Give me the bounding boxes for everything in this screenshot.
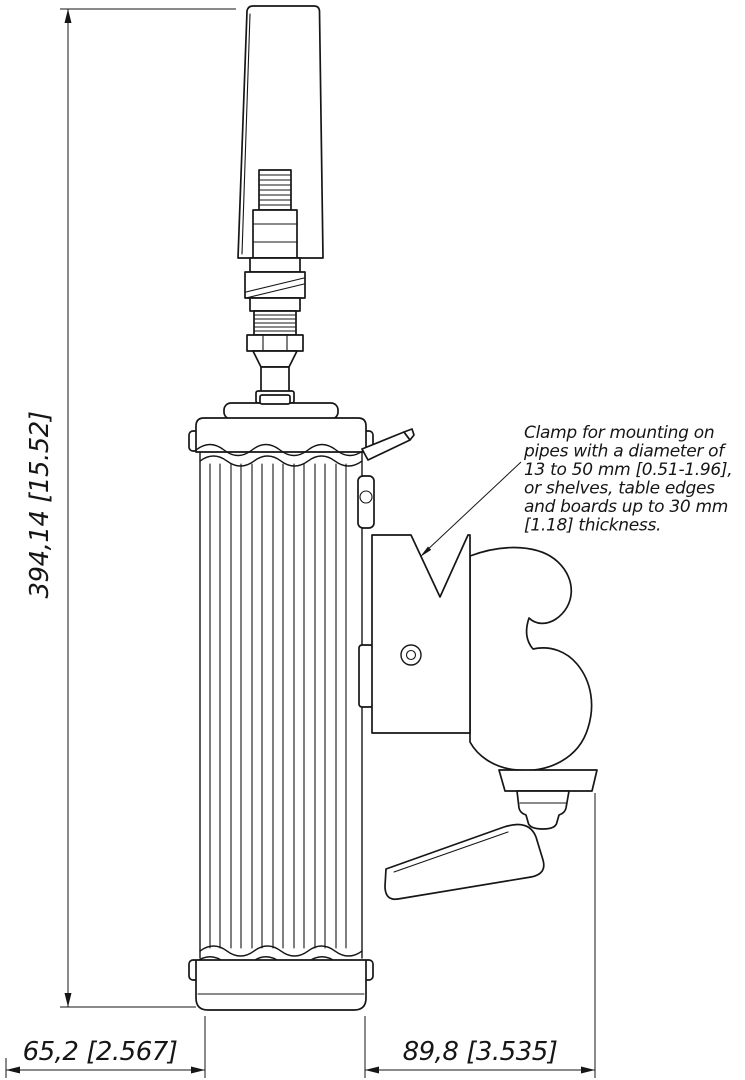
annotation-line-2: pipes with a diameter of [523, 442, 727, 462]
annotation-line-4: or shelves, table edges [524, 479, 715, 499]
antenna-connector [252, 169, 298, 259]
annotation-leader [420, 461, 522, 557]
annotation-line-5: and boards up to 30 mm [524, 497, 728, 517]
clamp-hook [469, 546, 593, 772]
dimension-arrow-down [64, 993, 72, 1007]
annotation-line-3: 13 to 50 mm [0.51-1.96], [524, 460, 732, 480]
right-width-dimension-label: 89,8 [3.535] [403, 1037, 558, 1067]
body-top-cap [195, 417, 367, 453]
clamp-annotation: Clamp for mounting on pipes with a diame… [523, 423, 733, 536]
antenna-clip [361, 428, 415, 461]
antenna-joint [244, 257, 306, 404]
left-width-dimension-label: 65,2 [2.567] [23, 1037, 178, 1067]
dimension-arrow-right-a [191, 1066, 205, 1074]
lamp-body [188, 394, 374, 1011]
antenna [237, 5, 324, 259]
annotation-line-1: Clamp for mounting on [524, 423, 714, 443]
body-top-dome [223, 402, 339, 420]
leader-arrow [420, 546, 432, 557]
clamp-assembly [357, 428, 598, 901]
height-dimension-label: 394,14 [15.52] [25, 412, 55, 599]
dimension-lines [5, 8, 596, 1078]
clamp-screw [400, 644, 422, 666]
body-ribbed-shell [195, 443, 367, 968]
dimension-arrow-left-b [365, 1066, 379, 1074]
dimension-arrow-up [64, 9, 72, 23]
clamp-washer [498, 769, 598, 792]
clamp-bracket-plate [371, 534, 471, 734]
annotation-line-6: [1.18] thickness. [524, 516, 661, 536]
clamp-spring-plate [357, 475, 375, 529]
dimension-arrow-right-b [581, 1066, 595, 1074]
clamp-lever-handle [384, 823, 545, 901]
dimension-arrow-left-a [6, 1066, 20, 1074]
clamp-pivot-block [358, 644, 374, 708]
body-bottom-cap [195, 959, 367, 1011]
clamp-post [516, 790, 570, 830]
